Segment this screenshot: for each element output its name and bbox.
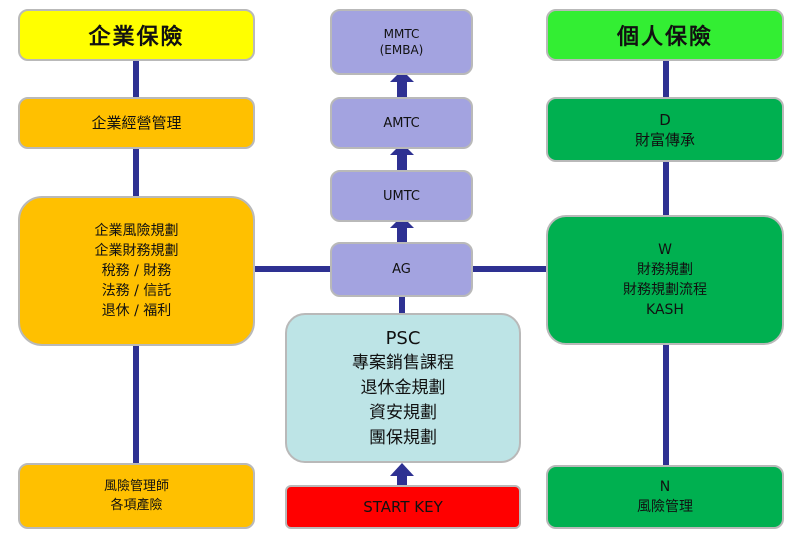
amtc-label: AMTC — [383, 115, 420, 131]
w-title: W — [658, 242, 672, 258]
psc-box: PSC 專案銷售課程 退休金規劃 資安規劃 團保規劃 — [285, 313, 521, 463]
risk-manager-box: 風險管理師 各項產險 — [18, 463, 255, 529]
ag-label: AG — [392, 262, 411, 277]
corporate-insurance-header: 企業保險 — [18, 9, 255, 61]
planning-item: 企業風險規劃 — [94, 223, 179, 239]
w-item: 財務規劃流程 — [623, 282, 707, 298]
arrow-to-umtc — [390, 216, 414, 243]
umtc-box: UMTC — [330, 170, 473, 222]
w-item: KASH — [646, 302, 684, 318]
psc-ag-connector — [399, 297, 405, 315]
personal-insurance-header: 個人保險 — [546, 9, 784, 61]
planning-item: 退休 / 福利 — [101, 303, 172, 319]
d-title: D — [659, 110, 671, 129]
mmtc-label: MMTC — [383, 27, 420, 41]
psc-item: 專案銷售課程 — [352, 352, 454, 373]
arrow-to-amtc — [390, 143, 414, 170]
planning-item: 稅務 / 財務 — [101, 263, 172, 279]
n-subtitle: 風險管理 — [637, 499, 693, 515]
arrow-to-psc — [390, 463, 414, 486]
w-box: W 財務規劃 財務規劃流程 KASH — [546, 215, 784, 345]
n-box: N 風險管理 — [546, 465, 784, 529]
psc-title: PSC — [385, 327, 421, 349]
corporate-management-box: 企業經營管理 — [18, 97, 255, 149]
amtc-box: AMTC — [330, 97, 473, 149]
mmtc-sublabel: (EMBA) — [379, 43, 424, 57]
psc-item: 退休金規劃 — [360, 377, 446, 398]
n-title: N — [659, 479, 671, 495]
w-item: 財務規劃 — [637, 262, 693, 278]
mmtc-box: MMTC (EMBA) — [330, 9, 473, 75]
d-box: D 財富傳承 — [546, 97, 784, 162]
start-key-box: START KEY — [285, 485, 521, 529]
personal-insurance-label: 個人保險 — [616, 25, 713, 50]
corporate-planning-box: 企業風險規劃 企業財務規劃 稅務 / 財務 法務 / 信託 退休 / 福利 — [18, 196, 255, 346]
d-subtitle: 財富傳承 — [634, 130, 695, 149]
psc-item: 資安規劃 — [369, 402, 437, 423]
risk-manager-line: 風險管理師 — [103, 479, 169, 494]
start-key-label: START KEY — [363, 498, 443, 516]
arrow-to-mmtc — [390, 70, 414, 100]
corporate-management-label: 企業經營管理 — [91, 114, 182, 132]
risk-manager-line: 各項產險 — [110, 498, 163, 513]
planning-item: 企業財務規劃 — [94, 243, 179, 259]
planning-item: 法務 / 信託 — [101, 283, 172, 299]
umtc-label: UMTC — [383, 188, 420, 204]
psc-item: 團保規劃 — [369, 427, 437, 448]
corporate-insurance-label: 企業保險 — [88, 25, 185, 50]
ag-box: AG — [330, 242, 473, 297]
